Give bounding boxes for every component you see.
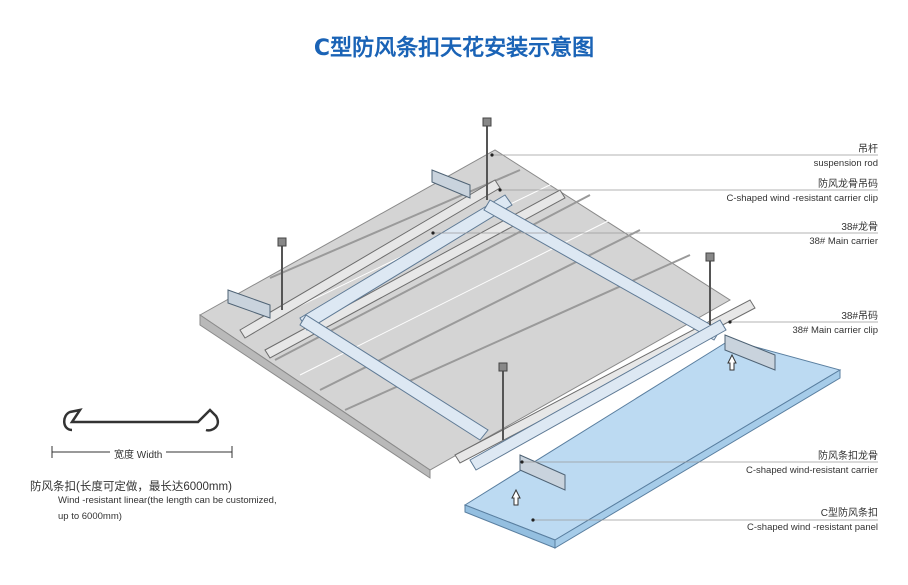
label-wind-panel: C型防风条扣 C-shaped wind -resistant panel: [747, 507, 878, 535]
label-zh: 38#龙骨: [841, 222, 878, 233]
wind-resistant-carriers: [299, 194, 727, 471]
label-zh: 防风龙骨吊码: [818, 179, 878, 190]
profile-section: [63, 408, 220, 432]
label-zh: 38#吊码: [841, 311, 878, 322]
label-en: C-shaped wind -resistant panel: [747, 522, 878, 533]
leader-lines: [433, 154, 878, 521]
main-carriers: [239, 179, 756, 464]
length-note-zh: 防风条扣(长度可定做，最长达6000mm): [30, 481, 232, 493]
label-en: C-shaped wind-resistant carrier: [746, 465, 878, 476]
width-label: 宽度 Width: [110, 446, 167, 461]
label-zh: 防风条扣龙骨: [818, 451, 878, 462]
insert-arrows: [511, 353, 737, 506]
diagram-title: C型防风条扣天花安装示意图: [313, 36, 595, 61]
label-wind-carrier: 防风条扣龙骨 C-shaped wind-resistant carrier: [746, 450, 878, 478]
carrier-clips: [227, 169, 776, 491]
blue-panel: [463, 339, 842, 549]
label-main-carrier-clip: 38#吊码 38# Main carrier clip: [792, 310, 878, 338]
label-en: 38# Main carrier: [809, 236, 878, 247]
label-zh: C型防风条扣: [820, 508, 878, 519]
label-suspension-rod: 吊杆 suspension rod: [814, 143, 878, 171]
label-en: C-shaped wind -resistant carrier clip: [726, 193, 878, 204]
label-zh: 吊杆: [858, 144, 878, 155]
suspension-rods: [281, 120, 711, 440]
label-main-carrier: 38#龙骨 38# Main carrier: [809, 221, 878, 249]
label-carrier-clip: 防风龙骨吊码 C-shaped wind -resistant carrier …: [726, 178, 878, 206]
label-en: 38# Main carrier clip: [792, 325, 878, 336]
label-en: suspension rod: [813, 158, 878, 169]
length-note-en: Wind -resistant linear(the length can be…: [58, 495, 277, 522]
